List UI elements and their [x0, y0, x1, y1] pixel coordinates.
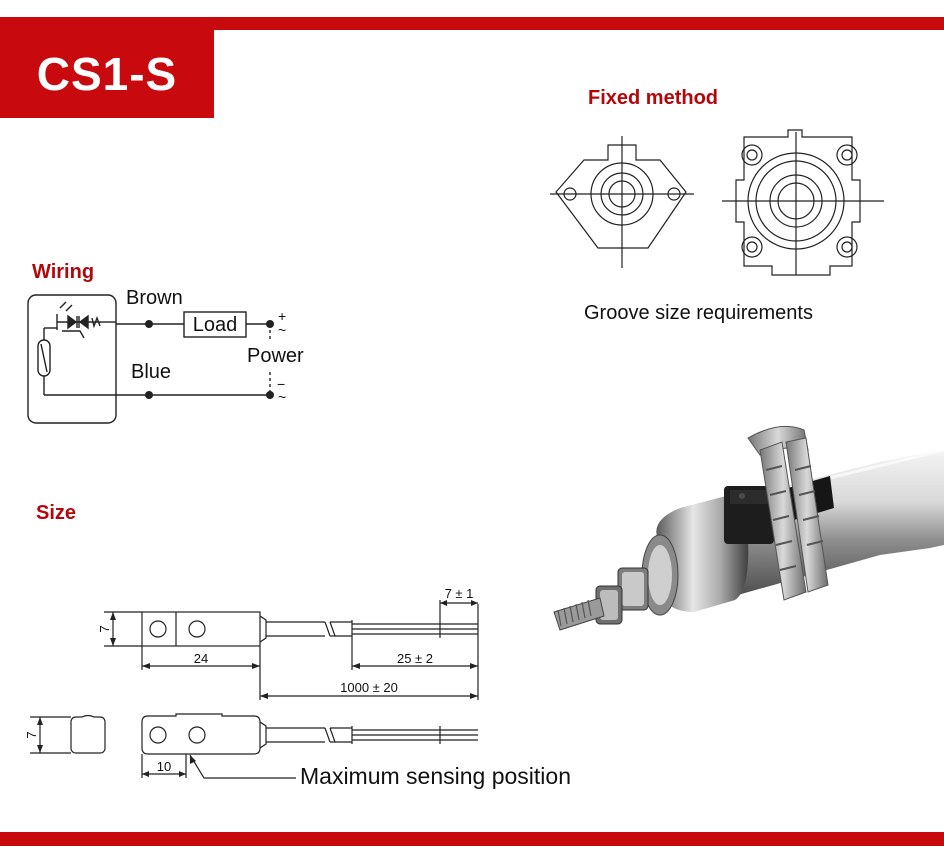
load-label: Load: [193, 314, 238, 336]
max-sensing-label: Maximum sensing position: [300, 763, 572, 789]
bottom-view-arrowheads: [142, 755, 196, 777]
bottom-red-bar: [0, 832, 944, 846]
dim-length-label: 24: [194, 651, 208, 666]
fixed-method-square-mount: [722, 129, 884, 276]
power-minus-sign: −: [277, 376, 285, 392]
power-minus-ac-sign: ~: [278, 389, 286, 405]
top-red-bar: [0, 17, 944, 30]
fixed-method-heading: Fixed method: [588, 87, 719, 109]
size-drawing-bottom-view: [141, 713, 478, 779]
size-drawing-side-view: [30, 714, 106, 754]
size-drawing-top-view: [104, 600, 479, 700]
cylinder-sensor-illustration: [553, 425, 944, 631]
size-heading: Size: [36, 502, 77, 524]
power-plus-ac-sign: ~: [278, 322, 286, 338]
fixed-method-triangle-mount: [550, 136, 694, 268]
dim-lead-label: 1000 ± 20: [340, 680, 398, 695]
dim-side-height-label: 7: [24, 731, 39, 738]
side-view-arrowheads: [37, 717, 43, 753]
wire-blue-label: Blue: [131, 361, 172, 383]
dim-sensing-offset-label: 10: [157, 759, 171, 774]
product-title: CS1-S: [0, 30, 214, 118]
wiring-heading: Wiring: [32, 261, 95, 283]
groove-size-caption: Groove size requirements: [584, 302, 813, 324]
wire-brown-label: Brown: [126, 287, 183, 309]
dim-wire-end-label: 7 ± 1: [445, 586, 474, 601]
power-label: Power: [247, 345, 304, 367]
dim-strip-label: 25 ± 2: [397, 651, 433, 666]
power-plus-sign: +: [278, 308, 286, 324]
dim-height-label: 7: [97, 625, 112, 632]
size-dimension-arrowheads: [110, 600, 478, 699]
wiring-junction-dots: [145, 320, 274, 399]
